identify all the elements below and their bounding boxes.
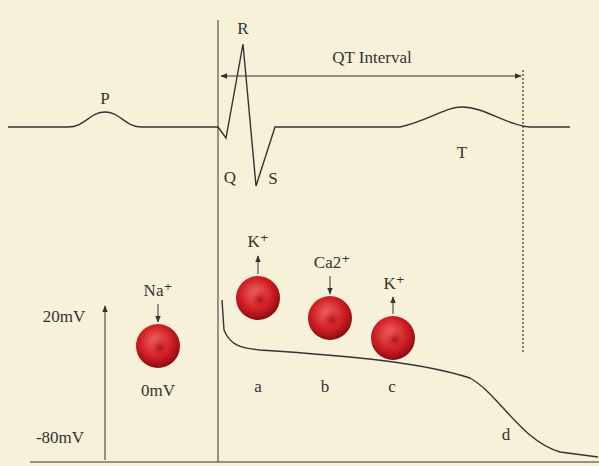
ion-inflow-arrow <box>330 276 331 294</box>
qrs-onset-line <box>218 20 219 462</box>
wave-label: T <box>457 144 467 161</box>
phase-label: c <box>388 378 396 395</box>
ion-label: K⁺ <box>247 233 268 250</box>
ecg-trace <box>8 44 570 186</box>
action-potential-curve <box>222 300 598 457</box>
ion-outflow-arrow <box>258 256 259 274</box>
ion-inflow-arrow <box>158 304 159 322</box>
qt-end-line <box>522 70 523 352</box>
red-cell <box>371 316 415 360</box>
voltage-axis <box>105 306 106 460</box>
interval-label: QT Interval <box>332 49 411 66</box>
red-cell <box>236 276 280 320</box>
wave-label: R <box>237 20 248 37</box>
wave-label: Q <box>224 169 236 186</box>
ion-label: Ca2⁺ <box>314 254 350 271</box>
qt-interval-arrow <box>221 76 521 77</box>
red-cell <box>308 296 352 340</box>
ion-label: Na⁺ <box>144 282 173 299</box>
phase-label: d <box>502 426 511 443</box>
voltage-label: 20mV <box>43 308 86 325</box>
red-cell <box>136 324 180 368</box>
wave-label: S <box>268 170 277 187</box>
phase-label: a <box>254 378 262 395</box>
wave-label: P <box>100 90 109 107</box>
phase-label: b <box>321 378 330 395</box>
voltage-label: 0mV <box>141 382 175 399</box>
baseline <box>30 462 599 463</box>
voltage-label: -80mV <box>36 429 84 446</box>
ion-label: K⁺ <box>383 275 404 292</box>
ion-outflow-arrow <box>393 297 394 314</box>
